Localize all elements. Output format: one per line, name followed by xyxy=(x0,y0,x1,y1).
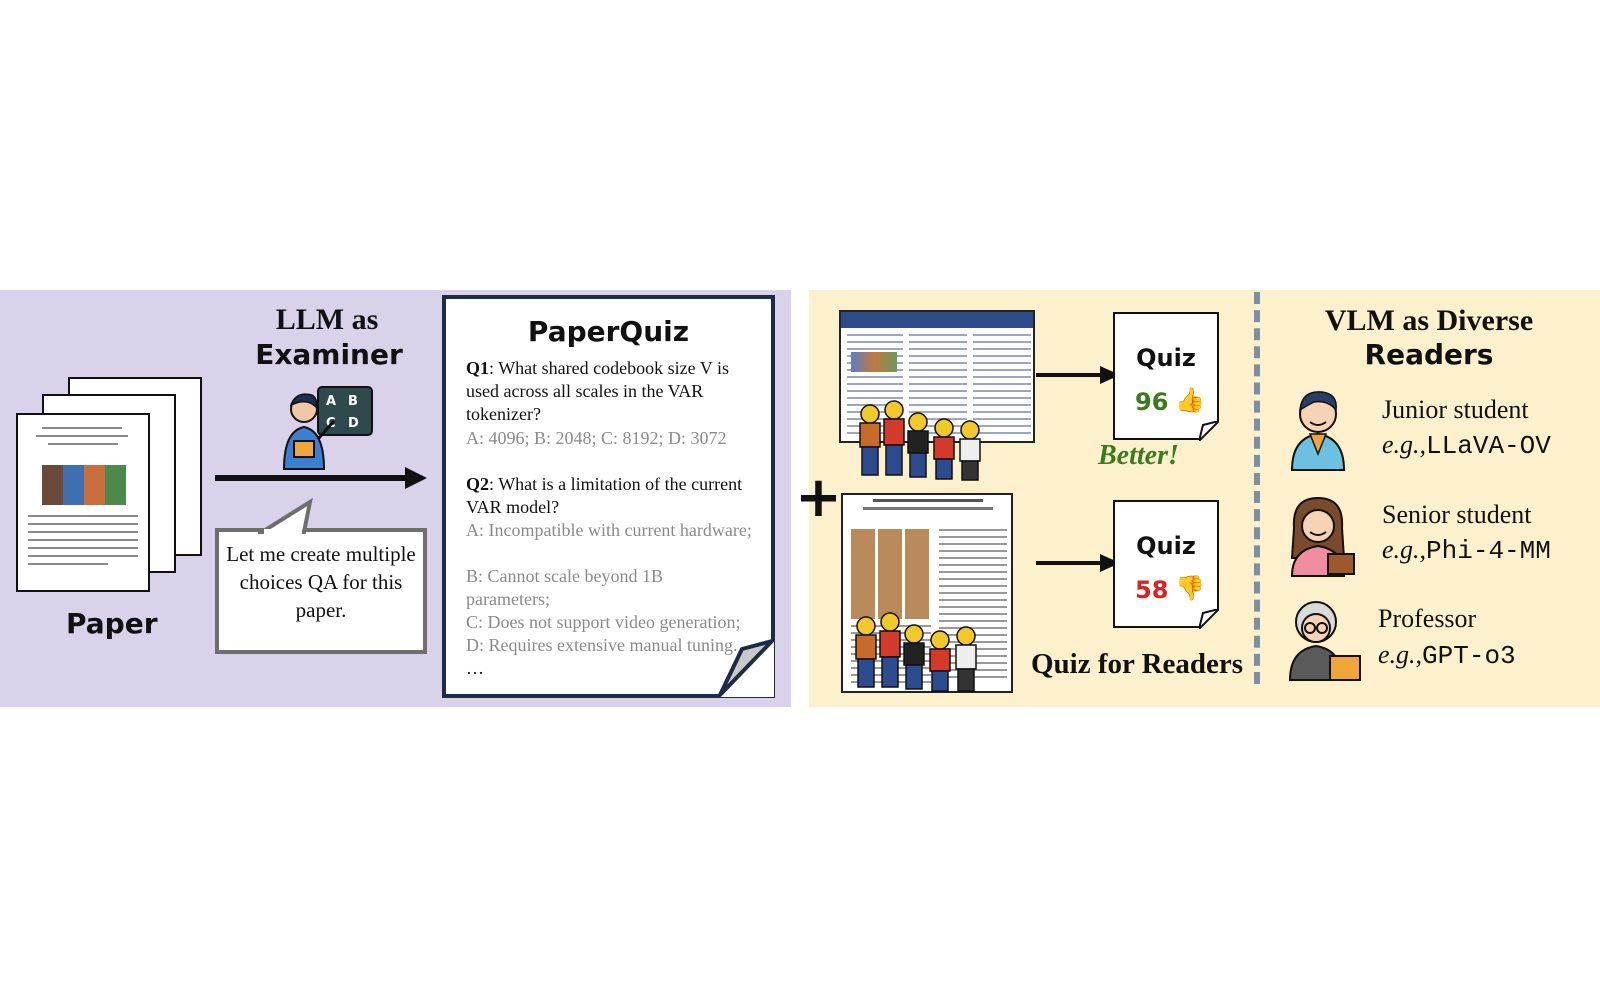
arrow-to-score-icon xyxy=(1036,366,1120,384)
q2-option-c: C: Does not support video generation; xyxy=(466,612,741,632)
professor-icon xyxy=(1288,601,1361,681)
student-icon xyxy=(1290,391,1346,471)
reader-junior-model: LLaVA-OV xyxy=(1426,431,1551,461)
reader-professor-name: Professor xyxy=(1378,604,1477,633)
panel-divider xyxy=(1254,292,1260,684)
readers-title-line1: VLM as Diverse xyxy=(1324,304,1534,337)
quiz-label: Quiz xyxy=(1136,532,1196,560)
reader-senior-model: Phi-4-MM xyxy=(1426,536,1551,566)
readers-title-line2: Readers xyxy=(1364,338,1494,371)
svg-text:A: A xyxy=(326,394,336,409)
reader-junior-example: e.g.,LLaVA-OV xyxy=(1382,430,1551,461)
quiz-score-good: Quiz 96 👍 xyxy=(1113,312,1219,440)
q1-options: A: 4096; B: 2048; C: 8192; D: 3072 xyxy=(466,428,727,448)
plus-sign: + xyxy=(795,465,842,530)
arrow-to-score-icon xyxy=(1036,554,1120,572)
paper-label: Paper xyxy=(66,607,158,640)
thumbs-up-icon: 👍 xyxy=(1175,388,1205,414)
ellipsis: … xyxy=(466,658,484,678)
better-label: Better! xyxy=(1098,440,1179,471)
reader-professor-example: e.g.,GPT-o3 xyxy=(1378,640,1516,671)
teacher-icon: A B C D xyxy=(282,386,373,470)
speech-bubble: Let me create multiple choices QA for th… xyxy=(215,528,427,654)
paperquiz-card: PaperQuiz Q1: What shared codebook size … xyxy=(442,295,775,698)
arrow-to-quiz-icon xyxy=(215,467,427,489)
quiz-for-readers-caption: Quiz for Readers xyxy=(1031,648,1244,680)
page-fold-icon xyxy=(1199,609,1219,629)
examiner-title-line2: Examiner xyxy=(255,338,403,371)
lego-figures-icon xyxy=(855,612,977,692)
score-good: 96 xyxy=(1135,388,1169,416)
bubble-text: Let me create multiple choices QA for th… xyxy=(226,542,416,622)
bubble-tail xyxy=(258,498,313,534)
q2-option-b: B: Cannot scale beyond 1B parameters; xyxy=(466,566,663,609)
q1-label: Q1 xyxy=(466,358,490,378)
examiner-title-line1: LLM as xyxy=(275,303,379,336)
poster-icon xyxy=(839,310,1035,443)
student-icon xyxy=(1290,496,1355,577)
q2-option-a: A: Incompatible with current hardware; xyxy=(466,520,752,540)
q2-option-d: D: Requires extensive manual tuning. xyxy=(466,635,738,655)
question-1: Q1: What shared codebook size V is used … xyxy=(466,357,766,426)
reader-junior-name: Junior student xyxy=(1382,395,1529,424)
q2-label: Q2 xyxy=(466,474,490,494)
reader-senior-name: Senior student xyxy=(1382,500,1532,529)
reader-senior-example: e.g.,Phi-4-MM xyxy=(1382,535,1551,566)
page-curl-icon xyxy=(718,639,774,697)
question-2: Q2: What is a limitation of the current … xyxy=(466,473,766,519)
score-bad: 58 xyxy=(1135,576,1169,604)
page-fold-icon xyxy=(1199,421,1219,441)
thumbs-down-icon: 👎 xyxy=(1175,576,1205,602)
svg-text:D: D xyxy=(348,416,359,431)
quiz-score-bad: Quiz 58 👎 xyxy=(1113,500,1219,628)
lego-figures-icon xyxy=(859,400,981,481)
reader-professor-model: GPT-o3 xyxy=(1422,641,1516,671)
svg-text:B: B xyxy=(348,394,358,409)
quiz-label: Quiz xyxy=(1136,344,1196,372)
q1-text: : What shared codebook size V is used ac… xyxy=(466,358,729,424)
quiz-title: PaperQuiz xyxy=(527,315,690,348)
q2-text: : What is a limitation of the current VA… xyxy=(466,474,743,517)
